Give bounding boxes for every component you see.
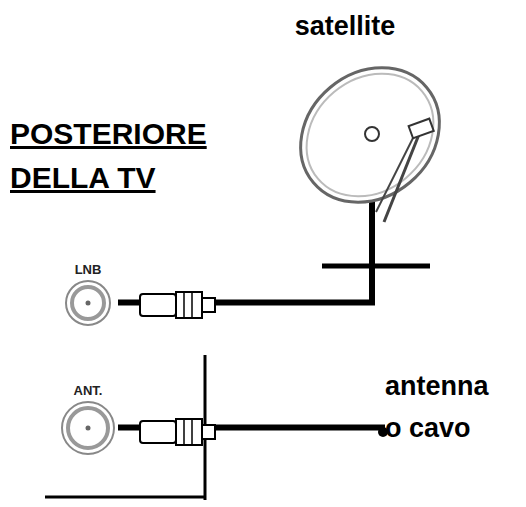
node-text: antenna o cavo [385, 366, 489, 450]
node-text: LNB [58, 262, 118, 278]
socket-symbol [58, 399, 118, 457]
input-socket: ANT. [58, 383, 118, 457]
node-text: ANT. [58, 383, 118, 399]
heading-label: POSTERIORE DELLA TV [10, 112, 207, 199]
socket-symbol [58, 278, 118, 328]
node-text: satellite [270, 10, 420, 42]
coax-plug [140, 419, 215, 445]
satellite-dish [273, 40, 466, 270]
input-socket: LNB [58, 262, 118, 328]
tv-frame [45, 496, 205, 499]
source-label: antenna o cavo [385, 366, 489, 450]
coax-plug [140, 292, 215, 318]
satellite-node: satellite [270, 10, 420, 270]
